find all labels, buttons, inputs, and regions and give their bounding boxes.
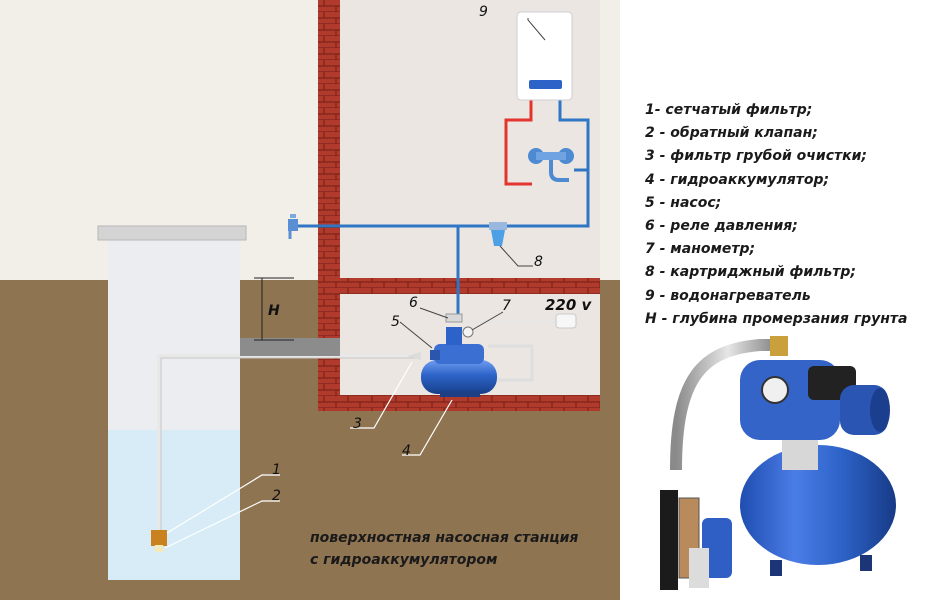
hot-water-pipe	[504, 98, 533, 186]
legend-item-4: 4 - гидроаккумулятор;	[645, 171, 830, 188]
mesh-filter	[151, 530, 167, 546]
legend-item-1: 1- сетчатый фильтр;	[645, 102, 813, 118]
frost-depth-label: H	[268, 303, 280, 319]
label-5: 5	[391, 314, 400, 330]
house-foundation	[318, 395, 600, 411]
caption-line-2: с гидроаккумулятором	[310, 552, 498, 568]
label-6: 6	[409, 295, 418, 311]
callout-leaders	[164, 361, 453, 549]
label-3: 3	[353, 416, 362, 432]
legend-item-5: 5 - насос;	[645, 194, 722, 211]
diagram-caption: поверхностная насосная станция с гидроак…	[310, 527, 610, 571]
house-outer-wall	[318, 0, 340, 410]
legend-item-h: H - глубина промерзания грунта	[645, 310, 908, 327]
caption-line-1: поверхностная насосная станция	[310, 530, 579, 546]
wall-sleeve	[240, 338, 340, 356]
pump-station-schematic	[407, 313, 577, 397]
label-2: 2	[272, 488, 281, 504]
legend-item-8: 8 - картриджный фильтр;	[645, 264, 857, 281]
check-valve	[155, 545, 163, 552]
label-4: 4	[402, 443, 411, 459]
callout-leaders-dark	[399, 18, 546, 349]
mixer-tap-icon	[528, 148, 574, 182]
label-1: 1	[272, 462, 281, 478]
label-8: 8	[534, 254, 543, 270]
well-water	[108, 430, 240, 580]
faucet-icon	[288, 214, 298, 239]
legend-item-7: 7 - манометр;	[645, 241, 756, 258]
label-9: 9	[479, 4, 488, 20]
legend-item-2: 2 - обратный клапан;	[645, 125, 818, 142]
pump-station-icon	[660, 336, 896, 590]
water-heater-icon	[516, 11, 573, 101]
legend-item-6: 6 - реле давления;	[645, 218, 798, 235]
cartridge-filter	[489, 222, 507, 246]
power-label: 220 v	[545, 296, 593, 314]
label-7: 7	[502, 298, 511, 314]
frost-depth-marker	[254, 277, 294, 341]
legend: 1- сетчатый фильтр; 2 - обратный клапан;…	[645, 99, 945, 331]
legend-item-9: 9 - водонагреватель	[645, 287, 811, 304]
well-cap	[97, 225, 247, 241]
legend-item-3: 3 - фильтр грубой очистки;	[645, 148, 868, 165]
